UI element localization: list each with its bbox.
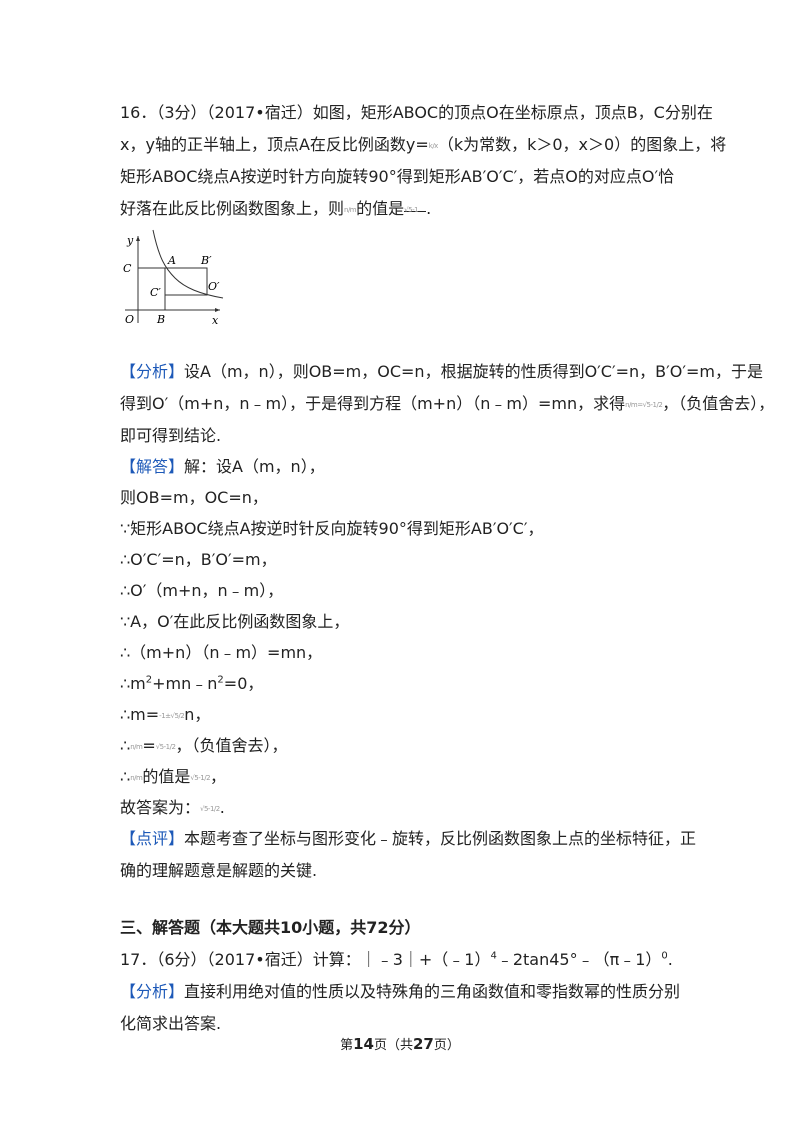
footer-total-pages: 27 <box>413 1035 434 1053</box>
analysis-line1: 【分析】设A（m，n），则OB=m，OC=n，根据旋转的性质得到O′C′=n，B… <box>120 358 763 382</box>
analysis-text-2b: ，（负值舍去）， <box>662 394 775 413</box>
solution-line7: ∴（m+n）（n﹣m）=mn， <box>120 643 323 662</box>
comment-text-1: 本题考查了坐标与图形变化﹣旋转，反比例函数图象上点的坐标特征，正 <box>184 829 697 848</box>
label-x: x <box>212 314 219 327</box>
fraction-k-over-x: k/x <box>428 141 439 150</box>
analysis-text-1: 设A（m，n），则OB=m，OC=n，根据旋转的性质得到O′C′=n，B′O′=… <box>184 362 763 381</box>
page-footer: 第14页（共27页） <box>0 1034 800 1053</box>
superscript-4: 4 <box>490 950 497 962</box>
q17-line1: 17．（6分）（2017•宿迁）计算：｜﹣3｜+（﹣1）4﹣2tan45°﹣（π… <box>120 946 673 970</box>
comment-line2: 确的理解题意是解题的关键. <box>120 861 318 880</box>
q16-line4-text-b: 的值是 <box>356 199 405 218</box>
analysis17-line1: 【分析】直接利用绝对值的性质以及特殊角的三角函数值和零指数幂的性质分别 <box>120 978 680 1002</box>
solution-line4: ∴O′C′=n，B′O′=m， <box>120 550 277 569</box>
fraction-n-over-m-3: n/m <box>130 742 143 751</box>
y-axis-arrow <box>136 236 140 241</box>
fraction-result-1: √5-1/2 <box>155 742 176 751</box>
solution-line12: 故答案为：√5-1/2. <box>120 794 225 818</box>
q16-line2-text: x，y轴的正半轴上，顶点A在反比例函数y= <box>120 135 429 154</box>
solution-tag: 【解答】 <box>120 457 185 476</box>
fraction-answer: √5-1 <box>404 205 419 214</box>
solution-text-12b: . <box>219 798 225 817</box>
superscript-0: 0 <box>661 950 668 962</box>
analysis-line2: 得到O′（m+n，n﹣m），于是得到方程（m+n）（n﹣m）=mn，求得n/m=… <box>120 390 774 414</box>
fraction-result-2: √5-1/2 <box>190 773 211 782</box>
answer-blank: √5-1 <box>404 199 427 214</box>
solution-text-11b: 的值是 <box>142 767 191 786</box>
comment-line1: 【点评】本题考查了坐标与图形变化﹣旋转，反比例函数图象上点的坐标特征，正 <box>120 825 696 849</box>
solution-line11: ∴n/m的值是√5-1/2， <box>120 763 226 787</box>
solution-line10: ∴n/m=√5-1/2，（负值舍去）， <box>120 732 287 756</box>
solution-text-12a: 故答案为： <box>120 798 201 817</box>
fraction-result-3: √5-1/2 <box>200 804 220 813</box>
q16-line4-text-c: . <box>426 199 432 218</box>
q17-text-1c: ﹣2tan45°﹣（π﹣1） <box>496 950 662 969</box>
footer-pre: 第 <box>340 1038 354 1053</box>
q16-line4: 好落在此反比例函数图象上，则n/m的值是√5-1. <box>120 195 431 219</box>
superscript-2a: 2 <box>145 674 153 686</box>
comment-tag: 【点评】 <box>120 829 185 848</box>
analysis-line3: 即可得到结论. <box>120 426 222 445</box>
q16-line1: 16．（3分）（2017•宿迁）如图，矩形ABOC的顶点O在坐标原点，顶点B，C… <box>120 103 713 122</box>
solution-text-9b: n， <box>184 705 211 724</box>
solution-text-11a: ∴ <box>120 767 131 786</box>
footer-page-number: 14 <box>353 1035 374 1053</box>
footer-mid: 页（共 <box>373 1038 413 1053</box>
solution-line5: ∴O′（m+n，n﹣m）， <box>120 581 284 600</box>
fraction-m-value: -1±√5/2 <box>159 711 185 720</box>
label-o-prime: O′ <box>208 280 220 293</box>
solution-text-10c: ，（负值舍去）， <box>175 736 288 755</box>
q17-text-1a: 17．（6分）（2017•宿迁）计算：｜﹣3｜+（﹣1） <box>120 950 491 969</box>
solution-line6: ∵A，O′在此反比例函数图象上， <box>120 612 350 631</box>
footer-post: 页） <box>433 1038 460 1053</box>
solution-text-10a: ∴ <box>120 736 131 755</box>
solution-text-8c: +mn﹣n <box>152 674 218 693</box>
coordinate-figure: y x O B C A B′ C′ O′ <box>123 229 224 327</box>
q16-line2: x，y轴的正半轴上，顶点A在反比例函数y=k/x（k为常数，k＞0，x＞0）的图… <box>120 131 726 155</box>
q16-line2-text-b: （k为常数，k＞0，x＞0）的图象上，将 <box>437 135 727 154</box>
analysis17-tag: 【分析】 <box>120 982 185 1001</box>
label-y: y <box>126 234 134 247</box>
q17-text-1e: . <box>667 950 673 969</box>
section-heading: 三、解答题（本大题共10小题，共72分） <box>120 918 421 937</box>
label-o: O <box>125 313 134 326</box>
solution-line9: ∴m=-1±√5/2n， <box>120 701 210 725</box>
label-b: B <box>156 313 165 326</box>
label-c: C <box>123 262 132 275</box>
solution-text-9a: ∴m= <box>120 705 160 724</box>
label-b-prime: B′ <box>200 254 212 267</box>
solution-line1: 【解答】解：设A（m，n）， <box>120 453 325 477</box>
fraction-n-over-m: n/m <box>344 205 357 214</box>
q16-line4-text: 好落在此反比例函数图象上，则 <box>120 199 345 218</box>
fraction-n-over-m-2: n/m=√5-1/2 <box>625 400 663 409</box>
hyperbola-curve <box>152 229 224 299</box>
solution-line2: 则OB=m，OC=n， <box>120 488 268 507</box>
label-c-prime: C′ <box>150 286 161 299</box>
fraction-n-over-m-4: n/m <box>130 773 143 782</box>
solution-text-8a: ∴m <box>120 674 146 693</box>
superscript-2b: 2 <box>217 674 224 686</box>
label-a: A <box>167 254 176 267</box>
solution-text-8e: =0， <box>223 674 264 693</box>
solution-line3: ∵矩形ABOC绕点A按逆时针反向旋转90°得到矩形AB′O′C′， <box>120 519 544 538</box>
x-axis-arrow <box>215 308 220 312</box>
solution-text-1: 解：设A（m，n）， <box>184 457 325 476</box>
q16-line3: 矩形ABOC绕点A按逆时针方向旋转90°得到矩形AB′O′C′，若点O的对应点O… <box>120 167 675 186</box>
solution-text-11c: ， <box>210 767 227 786</box>
solution-text-10b: = <box>142 736 156 755</box>
rectangle-ab-prime-o-prime-c-prime <box>164 267 208 296</box>
analysis-text-2a: 得到O′（m+n，n﹣m），于是得到方程（m+n）（n﹣m）=mn，求得 <box>120 394 626 413</box>
analysis17-line2: 化简求出答案. <box>120 1014 222 1033</box>
solution-line8: ∴m2+mn﹣n2=0， <box>120 670 263 694</box>
analysis17-text-1: 直接利用绝对值的性质以及特殊角的三角函数值和零指数幂的性质分别 <box>184 982 681 1001</box>
analysis-tag: 【分析】 <box>120 362 185 381</box>
